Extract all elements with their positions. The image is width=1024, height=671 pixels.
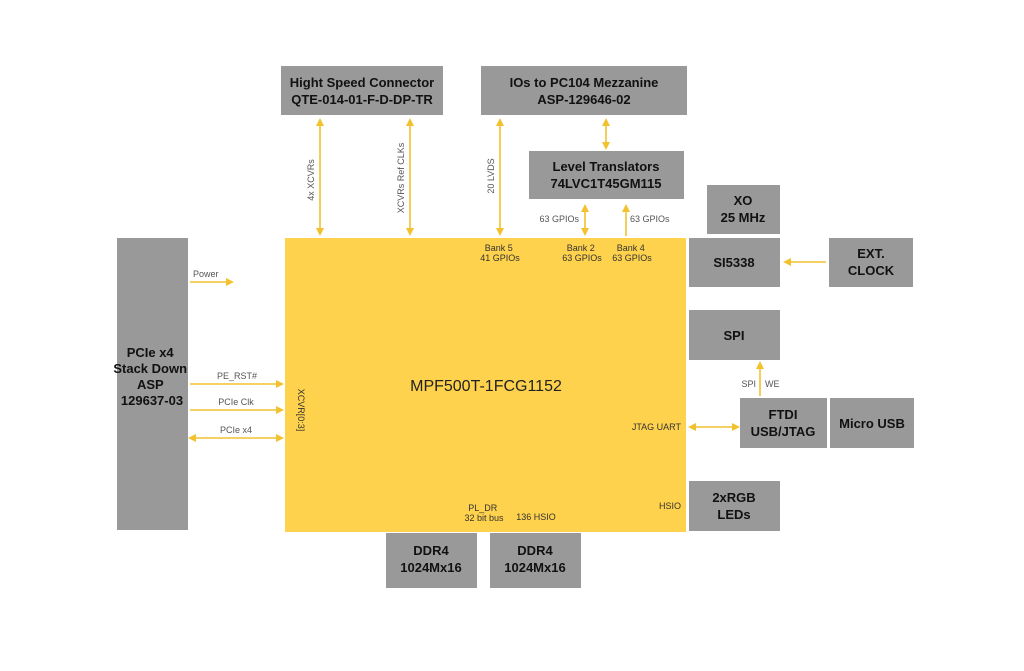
pcie-block: PCIe x4 Stack Down ASP 129637-03 xyxy=(113,238,190,530)
fpga-block xyxy=(285,238,686,532)
pcie-x4-label: PCIe x4 xyxy=(220,425,252,435)
power-label: Power xyxy=(193,269,219,279)
svg-text:SI5338: SI5338 xyxy=(713,255,754,270)
jtag-uart-label: JTAG UART xyxy=(632,422,682,432)
ref-clks-label: XCVRs Ref CLKs xyxy=(396,142,406,213)
bank5-label: Bank 5 41 GPIOs xyxy=(480,243,520,263)
gpios-left-label: 63 GPIOs xyxy=(539,214,579,224)
spi-link-label: SPI xyxy=(741,379,756,389)
pcie-clk-label: PCIe Clk xyxy=(218,397,254,407)
si5338-block: SI5338 xyxy=(689,238,780,287)
ext-clock-block: EXT.CLOCK xyxy=(829,238,913,287)
bank4-label: Bank 4 63 GPIOs xyxy=(612,243,652,263)
svg-text:Micro USB: Micro USB xyxy=(839,416,905,431)
spi-block: SPI xyxy=(689,310,780,360)
we-link-label: WE xyxy=(765,379,780,389)
gpios-right-label: 63 GPIOs xyxy=(630,214,670,224)
lvds-label: 20 LVDS xyxy=(486,158,496,193)
bank2-label: Bank 2 63 GPIOs xyxy=(562,243,602,263)
pe-rst-label: PE_RST# xyxy=(217,371,257,381)
xcvr-label: XCVR[0:3] xyxy=(296,389,306,432)
xcvrs-label: 4x XCVRs xyxy=(306,159,316,201)
micro-usb-block: Micro USB xyxy=(830,398,914,448)
svg-text:SPI: SPI xyxy=(724,328,745,343)
svg-text:PCIe x4 Stack Down: PCIe x4 Stack Down ASP 129637-03 xyxy=(113,345,190,408)
svg-text:EXT.CLOCK: EXT.CLOCK xyxy=(848,246,895,278)
hsio-136-label: 136 HSIO xyxy=(516,512,556,522)
hsio-label: HSIO xyxy=(659,501,681,511)
fpga-name: MPF500T-1FCG1152 xyxy=(410,378,562,395)
pl-ddr-label: PL_DR 32 bit bus xyxy=(464,503,504,523)
